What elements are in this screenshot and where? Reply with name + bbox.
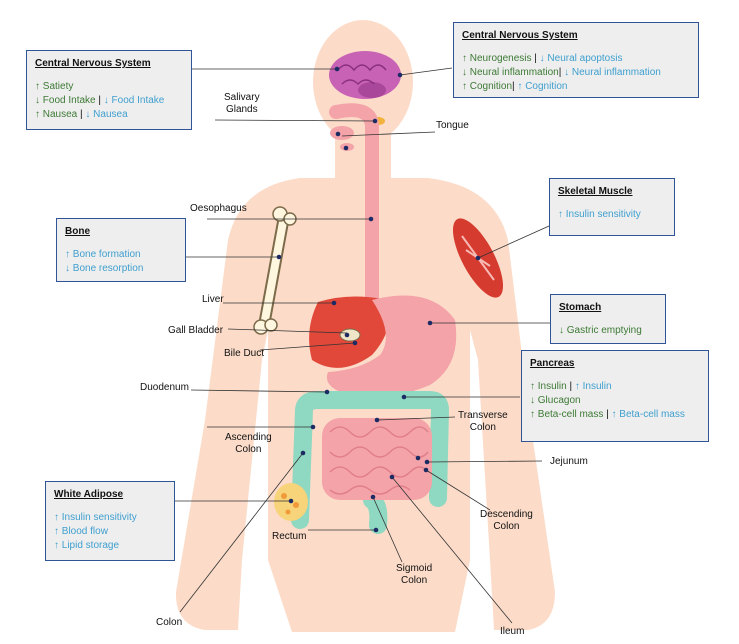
box-title: White Adipose [54,489,124,500]
effect-text: ↑ Cognition [462,81,513,92]
effect-line: ↑ Insulin sensitivity [54,511,166,525]
effect-line: ↑ Neurogenesis | ↓ Neural apoptosis [462,52,690,66]
effect-text: ↑ Insulin sensitivity [558,209,641,220]
box-pancreas: Pancreas↑ Insulin | ↑ Insulin↓ Glucagon↑… [521,350,709,442]
label-rectum: Rectum [272,531,307,542]
effect-text: ↓ Neural inflammation [564,67,661,78]
label-bile-duct: Bile Duct [224,348,265,359]
effect-text: ↓ Gastric emptying [559,325,642,336]
effect-text: ↑ Blood flow [54,526,108,537]
label-oesophagus: Oesophagus [190,203,247,214]
brain-icon [329,51,401,99]
label-duodenum: Duodenum [140,382,189,393]
effect-text: ↑ Insulin sensitivity [54,512,137,523]
effect-line: ↑ Bone formation [65,248,177,262]
effect-text: ↑ Bone formation [65,249,141,260]
effect-text: ↑ Satiety [35,81,74,92]
box-title: Central Nervous System [462,30,578,41]
tongue-icon [330,126,354,140]
effect-text: ↓ Bone resorption [65,263,144,274]
effect-line: ↓ Food Intake | ↓ Food Intake [35,94,183,108]
effect-text: ↓ Neural apoptosis [539,53,623,64]
effect-text: | [531,53,540,64]
effect-text: ↑ Neurogenesis [462,53,532,64]
box-cns-left: Central Nervous System ↑ Satiety ↓ Food In… [26,50,192,130]
label-liver: Liver [202,294,224,305]
effect-line: ↓ Glucagon [530,394,700,408]
effect-text: ↑ Lipid storage [54,540,120,551]
effect-text: | [95,95,104,106]
effect-text: | [512,81,518,92]
effect-line: ↓ Gastric emptying [559,324,657,338]
small-intestine-icon [322,418,432,500]
effect-text: ↑ Insulin [530,381,567,392]
effect-line: ↓ Neural inflammation| ↓ Neural inflamma… [462,66,690,80]
label-jejunum: Jejunum [550,456,588,467]
effect-text: | [558,67,565,78]
label-sigmoid-colon: Sigmoid Colon [396,563,433,586]
effect-line: ↑ Insulin sensitivity [558,208,666,222]
effect-text: ↑ Nausea [35,109,78,120]
effect-text: ↑ Beta-cell mass [611,409,685,420]
box-bone: Bone ↑ Bone formation ↓ Bone resorption [56,218,186,282]
box-title: Bone [65,226,90,237]
oesophagus-icon [329,103,379,307]
gall-bladder-icon [339,328,361,342]
colon-icon [291,391,450,534]
effect-text: ↓ Glucagon [530,395,581,406]
label-colon: Colon [156,617,183,628]
box-stomach: Stomach ↓ Gastric emptying [550,294,666,344]
effect-line: ↑ Blood flow [54,525,166,539]
effect-text: ↑ Insulin [574,381,612,392]
label-ascending-colon: Ascending Colon [225,432,272,455]
effect-text: | [77,109,86,120]
effect-text: | [566,381,575,392]
box-title: Stomach [559,302,602,313]
effect-line: ↑ Nausea | ↓ Nausea [35,108,183,122]
box-title: Skeletal Muscle [558,186,633,197]
label-ileum: Ileum [500,626,525,637]
effect-line: ↑ Beta-cell mass | ↑ Beta-cell mass [530,408,700,422]
effect-text: ↓ Food Intake [103,95,165,106]
effect-line: ↑ Satiety [35,80,183,94]
effect-line: ↑ Insulin | ↑ Insulin [530,380,700,394]
effect-line: ↑ Cognition| ↑ Cognition [462,80,690,94]
box-title: Central Nervous System [35,58,151,69]
box-white-adipose: White Adipose ↑ Insulin sensitivity ↑ Bloo… [45,481,175,561]
effect-text: ↑ Beta-cell mass [530,409,604,420]
effect-text: ↓ Food Intake [35,95,96,106]
effect-text: | [603,409,612,420]
marker-dots [276,66,481,533]
box-title: Pancreas [530,358,575,369]
effect-text: ↓ Nausea [85,109,128,120]
label-tongue: Tongue [436,120,469,131]
effect-text: ↑ Cognition [517,81,568,92]
effect-line: ↓ Bone resorption [65,262,177,276]
leader-lines [174,67,550,624]
box-cns-right: Central Nervous System ↑ Neurogenesis | ↓… [453,22,699,98]
label-transverse-colon: Transverse Colon [458,410,508,433]
effect-line: ↑ Lipid storage [54,539,166,553]
stomach-icon [326,295,457,398]
effect-text: ↓ Neural inflammation [462,67,559,78]
label-descending-colon: Descending Colon [480,509,533,532]
box-skeletal-muscle: Skeletal Muscle ↑ Insulin sensitivity [549,178,675,236]
label-salivary-glands: Salivary Glands [224,92,260,115]
label-gall-bladder: Gall Bladder [168,325,224,336]
